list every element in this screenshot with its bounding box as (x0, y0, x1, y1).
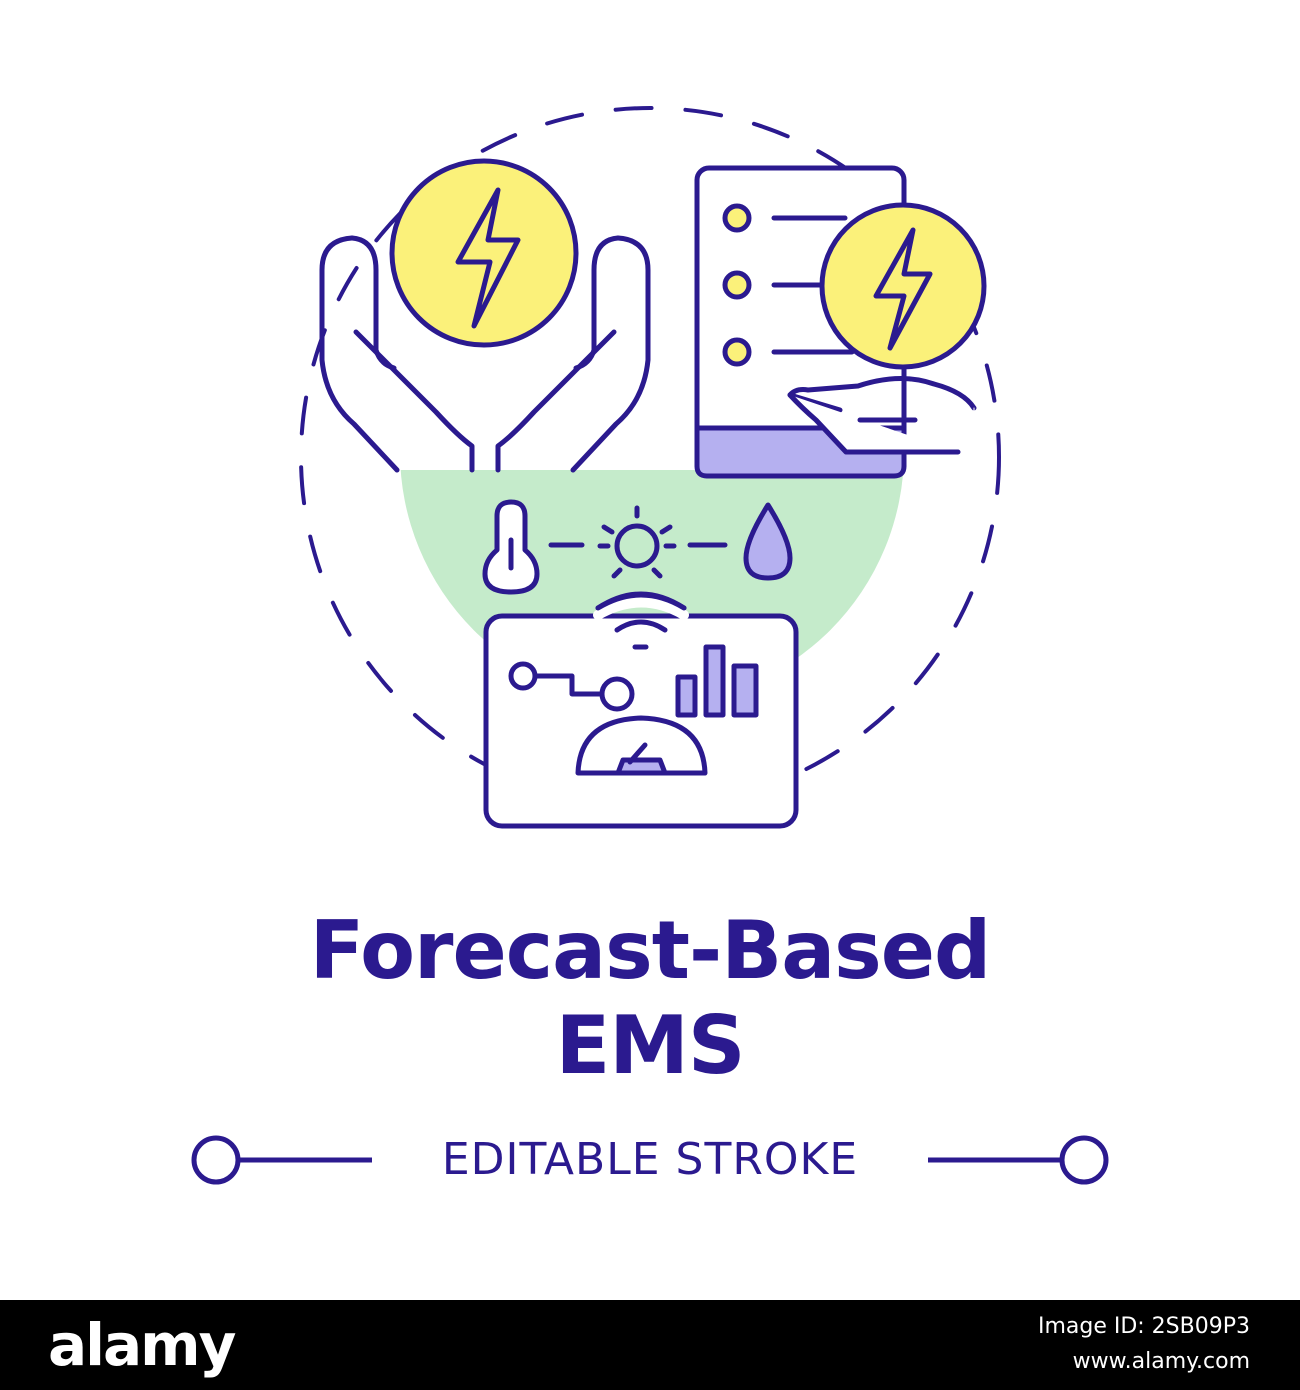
bar-chart-icon (675, 644, 759, 718)
title-line-2: EMS (555, 999, 746, 1092)
tagline: EDITABLE STROKE (441, 1134, 859, 1185)
sun-icon (597, 505, 677, 579)
forecast-ems-illustration (299, 106, 1001, 829)
thermometer-icon (482, 499, 540, 595)
brand-logo: alamy (48, 1311, 236, 1379)
image-id-label: Image ID: 2SB09P3 (1037, 1314, 1250, 1339)
hands-lightning-coin-icon (389, 158, 579, 348)
hands-bolt-icon (455, 187, 521, 329)
caring-hands-icon (319, 158, 651, 473)
hand-offering-icon (787, 375, 977, 455)
tagline-decoration (191, 1135, 1109, 1185)
right-node-icon (1059, 1135, 1109, 1185)
stock-footer-bar (0, 1300, 1300, 1390)
site-url-label: www.alamy.com (1072, 1349, 1250, 1374)
water-drop-icon (743, 502, 793, 581)
document-lightning-coin-icon (819, 202, 987, 370)
dashed-ring (299, 106, 1001, 808)
left-node-icon (191, 1135, 241, 1185)
concept-illustration: Forecast-Based EMS EDITABLE STROKE (191, 106, 1109, 1185)
dashboard-panel-icon (483, 592, 799, 829)
gauge-icon (575, 715, 708, 776)
title-line-1: Forecast-Based (309, 904, 992, 997)
